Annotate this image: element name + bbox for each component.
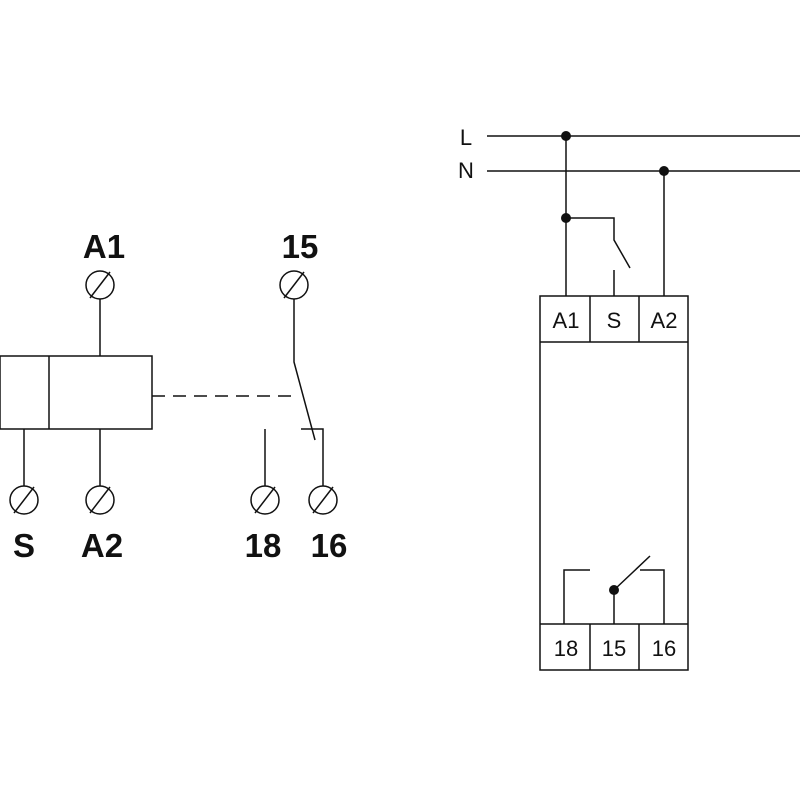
supply-label-n: N (458, 158, 474, 183)
terminal-screw-18 (250, 485, 280, 515)
wiring-diagram: L N A1 S A2 18 15 16 (458, 125, 800, 671)
module-terminal-18: 18 (554, 636, 578, 661)
internal-contact-18 (563, 569, 590, 624)
terminal-label-a1: A1 (83, 228, 125, 265)
control-switch (566, 217, 631, 269)
terminal-label-s: S (13, 527, 35, 564)
supply-label-l: L (460, 125, 472, 150)
module-terminal-a1: A1 (553, 308, 580, 333)
module-terminal-a2: A2 (651, 308, 678, 333)
terminal-screw-s (9, 485, 39, 515)
terminal-screw-16 (308, 485, 338, 515)
junction-15 (609, 585, 619, 595)
relay-schematic: A1 15 (0, 228, 347, 564)
switch-contact-15 (293, 299, 316, 441)
contact-16-wire (301, 428, 324, 486)
module-terminal-15: 15 (602, 636, 626, 661)
terminal-screw-a2 (85, 485, 115, 515)
terminal-label-18: 18 (245, 527, 282, 564)
terminal-label-16: 16 (311, 527, 348, 564)
internal-contact-16 (640, 569, 665, 624)
module-terminal-s: S (607, 308, 622, 333)
terminal-label-15: 15 (282, 228, 319, 265)
terminal-screw-a1 (85, 270, 115, 300)
module-terminal-16: 16 (652, 636, 676, 661)
terminal-label-a2: A2 (81, 527, 123, 564)
terminal-screw-15 (279, 270, 309, 300)
internal-switch-blade (613, 555, 651, 591)
relay-coil (0, 355, 153, 430)
